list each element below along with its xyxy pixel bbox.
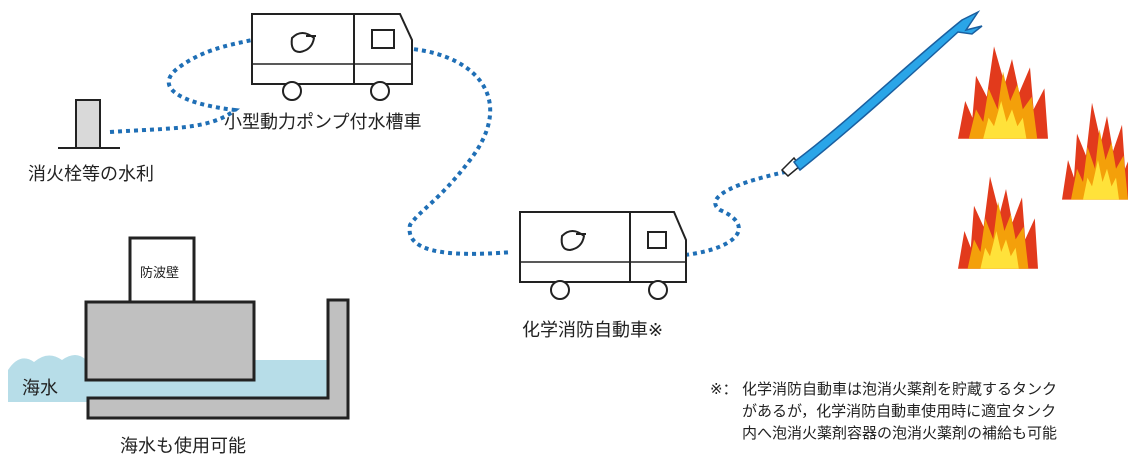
flame-icon xyxy=(1062,102,1128,200)
note-line-1: 化学消防自動車は泡消火薬剤を貯蔵するタンク xyxy=(742,380,1058,398)
pump-tank-truck-icon xyxy=(251,13,413,101)
channel-wall xyxy=(86,298,350,420)
seawater-label: 海水 xyxy=(22,378,58,399)
pump-tank-truck-label: 小型動力ポンプ付水槽車 xyxy=(224,112,422,133)
note-line-3: 内へ泡消火薬剤容器の泡消火薬剤の補給も可能 xyxy=(742,424,1058,442)
flame-icon xyxy=(958,46,1048,139)
wave-wall-label: 防波壁 xyxy=(140,266,180,281)
note-line-2: があるが，化学消防自動車使用時に適宜タンク xyxy=(742,402,1057,420)
chem-truck-label: 化学消防自動車※ xyxy=(522,320,664,341)
chemical-fire-truck-icon xyxy=(519,211,687,300)
hydrant-label: 消火栓等の水利 xyxy=(28,164,154,185)
hose-hydrant-to-pump xyxy=(109,38,253,134)
seawater-usable-label: 海水も使用可能 xyxy=(120,436,246,457)
water-jet xyxy=(792,10,983,172)
note-mark: ※： xyxy=(710,380,738,398)
hydrant-icon xyxy=(75,99,101,149)
hose-pump-to-chem xyxy=(397,46,513,256)
seawall-block xyxy=(84,300,256,382)
hose-chem-to-nozzle xyxy=(684,170,786,257)
note-body: 化学消防自動車は泡消火薬剤を貯蔵するタンク があるが，化学消防自動車使用時に適宜… xyxy=(742,378,1128,444)
flame-icon xyxy=(958,176,1038,269)
